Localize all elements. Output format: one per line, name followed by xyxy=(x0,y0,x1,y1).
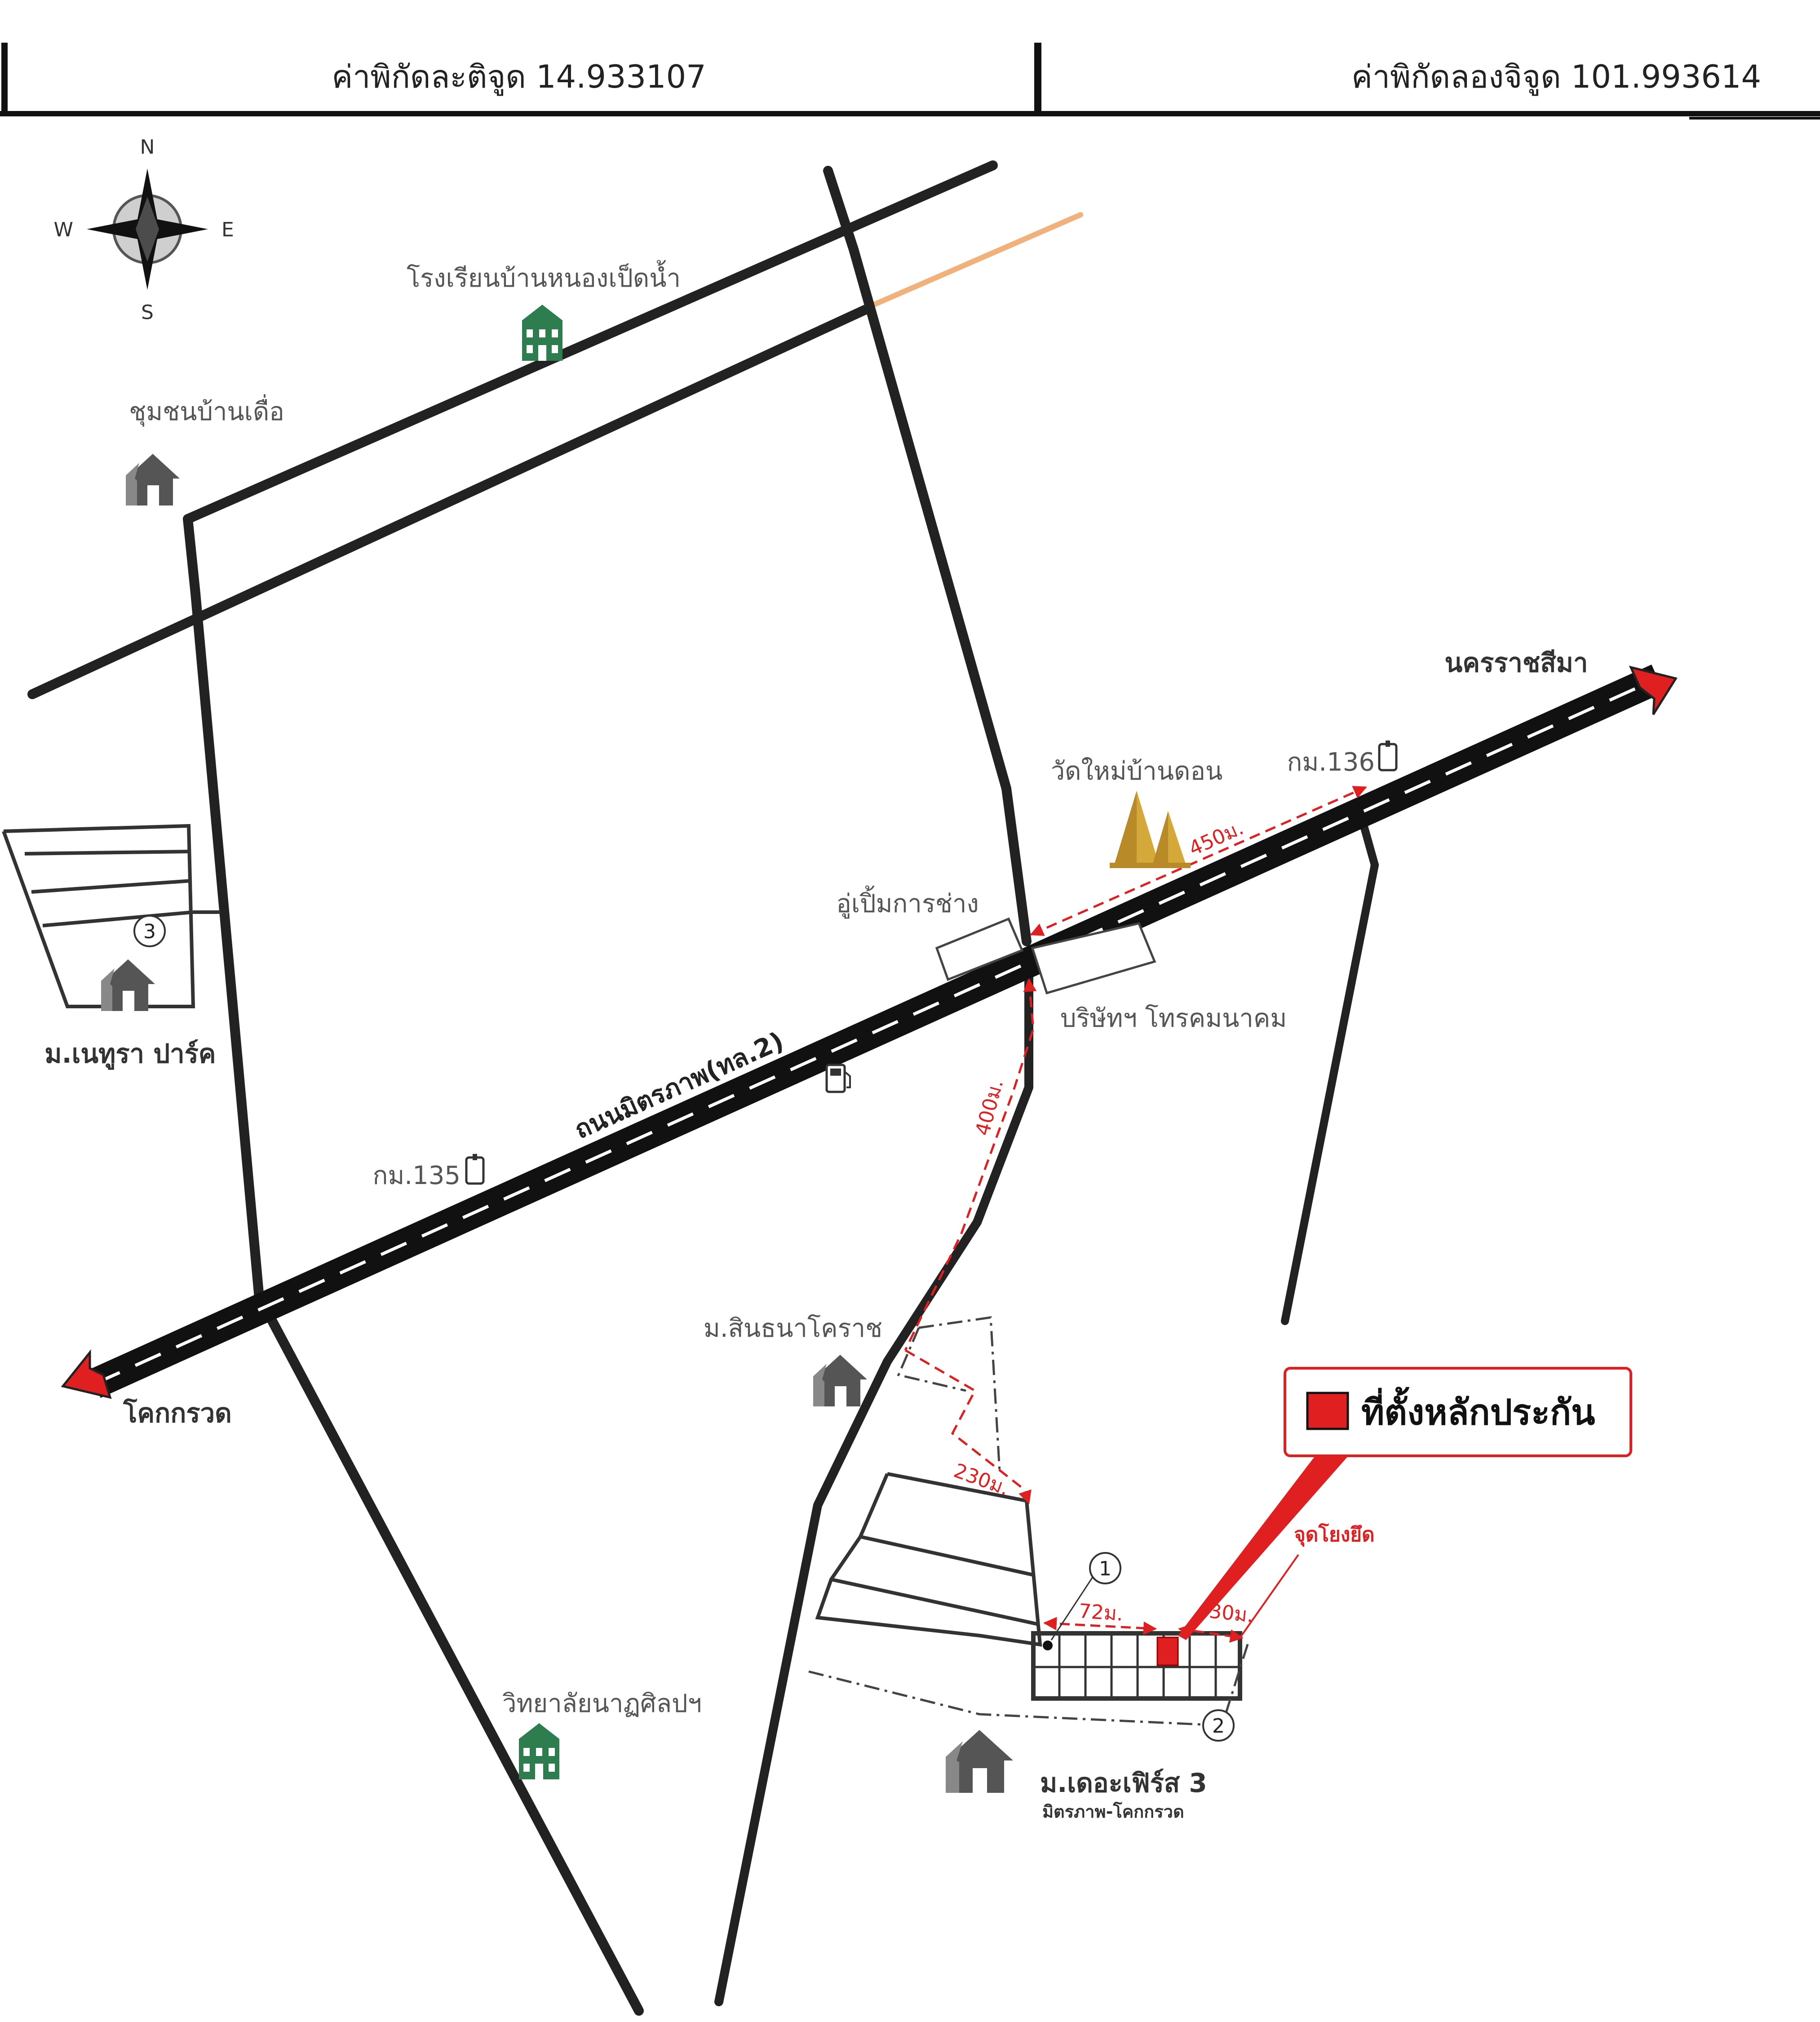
gas-station-icon xyxy=(825,1064,851,1093)
compass-rose-icon: N S E W xyxy=(53,136,234,324)
school-icon xyxy=(519,1723,559,1779)
road-top-upper xyxy=(183,160,998,524)
label-the-first-3: ม.เดอะเฟิร์ส 3 xyxy=(1040,1768,1207,1798)
coordinate-header: ค่าพิกัดละติจูด 14.933107 ค่าพิกัดลองจิจ… xyxy=(0,43,1820,120)
label-the-first-3-sub: มิตรภาพ-โคกกรวด xyxy=(1042,1801,1184,1822)
dist-230: 230ม. xyxy=(951,1459,1012,1500)
marker-1: 1 xyxy=(1050,1552,1121,1641)
compass-west: W xyxy=(53,218,73,241)
connection-point-label: จุดโยงยึด xyxy=(1294,1522,1375,1547)
house-icon xyxy=(813,1355,867,1406)
label-college: วิทยาลัยนาฏศิลปฯ xyxy=(502,1689,702,1718)
legend-box: ที่ตั้งหลักประกัน จุดโยงยึด xyxy=(1178,1367,1632,1640)
compass-south: S xyxy=(141,301,154,324)
start-point-dot xyxy=(1043,1641,1053,1650)
road-left-diagonal xyxy=(260,1303,644,2016)
road-top-lower xyxy=(27,303,874,699)
road-left-vertical xyxy=(183,514,265,1308)
mittraphap-highway xyxy=(61,665,1678,1399)
legend-title: ที่ตั้งหลักประกัน xyxy=(1361,1387,1595,1433)
collateral-plot-marker xyxy=(1156,1636,1179,1666)
label-neutra-park: ม.เนทูรา ปาร์ค xyxy=(44,1038,216,1070)
longitude-label: ค่าพิกัดลองจิจูด 101.993614 xyxy=(1351,58,1761,96)
km-post-icon xyxy=(1378,741,1398,772)
label-km136: กม.136 xyxy=(1287,748,1375,777)
house-icon xyxy=(126,454,180,505)
marker-2: 2 xyxy=(1202,1709,1235,1742)
km-post-icon xyxy=(465,1154,485,1185)
temple-icon xyxy=(1110,791,1191,868)
arrow-to-nakhon-icon xyxy=(1629,665,1678,715)
label-nakhon: นครราชสีมา xyxy=(1445,647,1588,678)
house-icon xyxy=(101,959,155,1011)
dist-400: 400ม. xyxy=(971,1077,1008,1138)
junction-buildings xyxy=(935,917,1156,995)
route-72m xyxy=(1043,1617,1157,1635)
route-230m xyxy=(904,1349,1032,1504)
label-sinthana: ม.สินธนาโคราช xyxy=(704,1314,882,1343)
school-icon xyxy=(522,305,562,361)
svg-text:3: 3 xyxy=(143,920,156,943)
compass-north: N xyxy=(140,136,155,159)
svg-text:2: 2 xyxy=(1212,1715,1225,1738)
house-icon xyxy=(946,1730,1013,1793)
arrow-to-khokkruat-icon xyxy=(61,1349,112,1399)
label-telecom: บริษัทฯ โทรคมนาคม xyxy=(1060,1004,1287,1033)
project-boundary xyxy=(808,1316,1250,1727)
road-orange xyxy=(871,212,1083,307)
route-30m xyxy=(1178,1623,1244,1643)
dist-72: 72ม. xyxy=(1078,1600,1124,1626)
label-km135: กม.135 xyxy=(372,1161,461,1190)
latitude-label: ค่าพิกัดละติจูด 14.933107 xyxy=(332,58,706,96)
legend-swatch xyxy=(1306,1392,1349,1430)
route-400m xyxy=(904,978,1037,1351)
place-labels: โรงเรียนบ้านหนองเป็ดน้ำ ชุมชนบ้านเดื่อ น… xyxy=(44,260,1588,1822)
compass-east: E xyxy=(221,218,234,241)
marker-3: 3 xyxy=(133,915,166,947)
label-school-top: โรงเรียนบ้านหนองเป็ดน้ำ xyxy=(407,260,681,293)
label-community-top: ชุมชนบ้านเดื่อ xyxy=(129,394,284,427)
svg-text:1: 1 xyxy=(1099,1557,1111,1580)
label-temple: วัดใหม่บ้านดอน xyxy=(1051,757,1223,786)
road-center-vertical xyxy=(823,166,1032,946)
neutra-park-plots xyxy=(2,824,220,1008)
route-450m xyxy=(1030,786,1367,936)
road-right-vertical xyxy=(1281,861,1379,1325)
distance-routes xyxy=(904,786,1367,1643)
label-khok-kruat: โคกกรวด xyxy=(123,1397,232,1428)
plot-grid xyxy=(1033,1633,1240,1698)
connection-leader xyxy=(1239,1554,1299,1639)
label-garage: อู่เปิ้มการช่าง xyxy=(836,886,979,919)
